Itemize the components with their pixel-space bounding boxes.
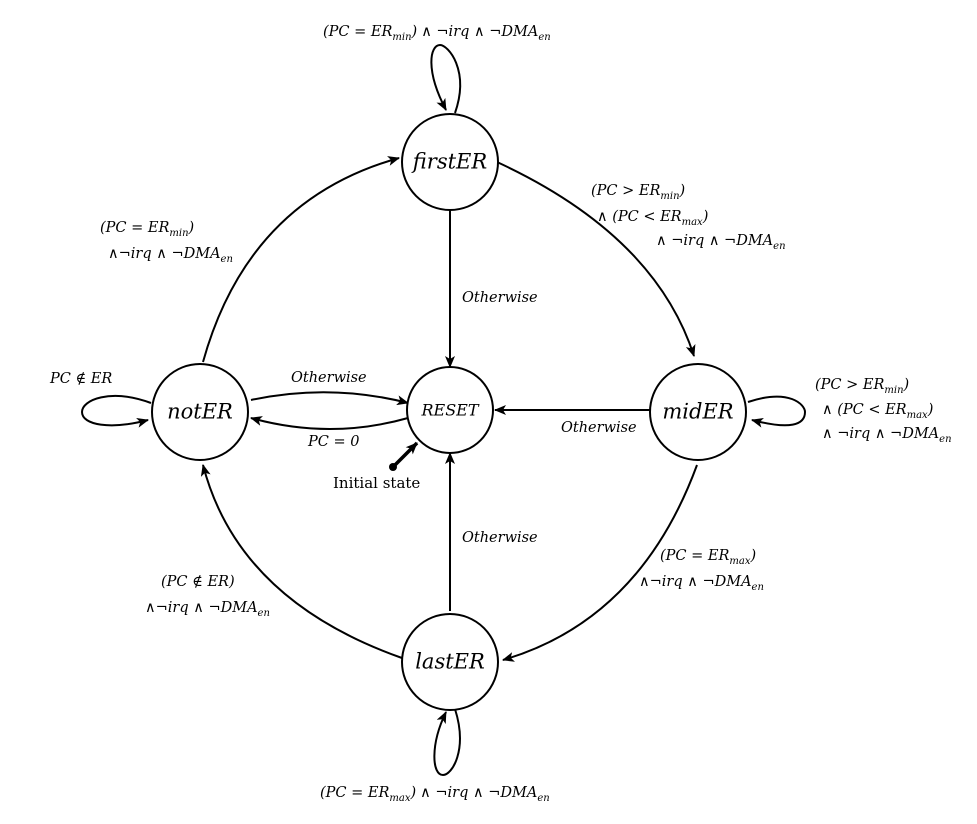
label-lastER-reset: Otherwise bbox=[462, 530, 538, 546]
label-loop-notER: PC ∉ ER bbox=[49, 371, 112, 387]
state-label-lastER: lastER bbox=[415, 650, 485, 674]
edge-notER-firstER bbox=[202, 156, 400, 363]
initial-state-label: Initial state bbox=[333, 474, 420, 492]
label-firstER-midER-1: (PC > ERmin) bbox=[591, 183, 685, 202]
loop-lastER bbox=[433, 708, 461, 777]
label-firstER-reset: Otherwise bbox=[462, 290, 538, 306]
initial-arrow bbox=[392, 441, 419, 468]
label-firstER-midER-2: ∧ (PC < ERmax) bbox=[597, 209, 708, 228]
edge-lastER-notER bbox=[200, 464, 403, 659]
edge-firstER-midER bbox=[496, 161, 696, 357]
state-reset: RESET bbox=[406, 366, 494, 454]
label-notER-reset: Otherwise bbox=[291, 370, 367, 386]
label-lastER-notER-2: ∧¬irq ∧ ¬DMAen bbox=[145, 600, 270, 619]
state-firstER: firstER bbox=[401, 113, 499, 211]
label-notER-firstER-1: (PC = ERmin) bbox=[100, 220, 194, 239]
label-loop-midER-1: (PC > ERmin) bbox=[815, 377, 909, 396]
state-label-firstER: firstER bbox=[411, 150, 488, 174]
loop-notER bbox=[80, 395, 152, 428]
state-label-midER: midER bbox=[662, 400, 733, 424]
label-lastER-notER-1: (PC ∉ ER) bbox=[161, 574, 235, 590]
label-firstER-midER-3: ∧ ¬irq ∧ ¬DMAen bbox=[656, 233, 786, 252]
label-midER-reset: Otherwise bbox=[561, 420, 637, 436]
label-loop-firstER: (PC = ERmin)∧ ¬irq ∧ ¬DMAen bbox=[323, 24, 551, 43]
state-label-notER: notER bbox=[167, 400, 233, 424]
state-midER: midER bbox=[649, 363, 747, 461]
label-loop-midER-3: ∧ ¬irq ∧ ¬DMAen bbox=[822, 426, 952, 445]
loop-firstER bbox=[430, 43, 461, 114]
edge-reset-notER bbox=[250, 416, 409, 430]
label-notER-firstER-2: ∧¬irq ∧ ¬DMAen bbox=[108, 246, 233, 265]
label-reset-notER: PC = 0 bbox=[307, 434, 359, 450]
label-loop-lastER: (PC = ERmax)∧ ¬irq ∧ ¬DMAen bbox=[320, 785, 550, 804]
state-label-reset: RESET bbox=[420, 401, 479, 420]
initial-dot bbox=[389, 463, 397, 471]
label-loop-midER-2: ∧ (PC < ERmax) bbox=[822, 402, 933, 421]
label-midER-lastER-2: ∧¬irq ∧ ¬DMAen bbox=[639, 574, 764, 593]
label-midER-lastER-1: (PC = ERmax) bbox=[660, 548, 756, 567]
state-lastER: lastER bbox=[401, 613, 499, 711]
state-notER: notER bbox=[151, 363, 249, 461]
loop-midER bbox=[747, 395, 807, 428]
edge-notER-reset bbox=[250, 391, 409, 406]
edge-midER-lastER bbox=[502, 464, 698, 662]
